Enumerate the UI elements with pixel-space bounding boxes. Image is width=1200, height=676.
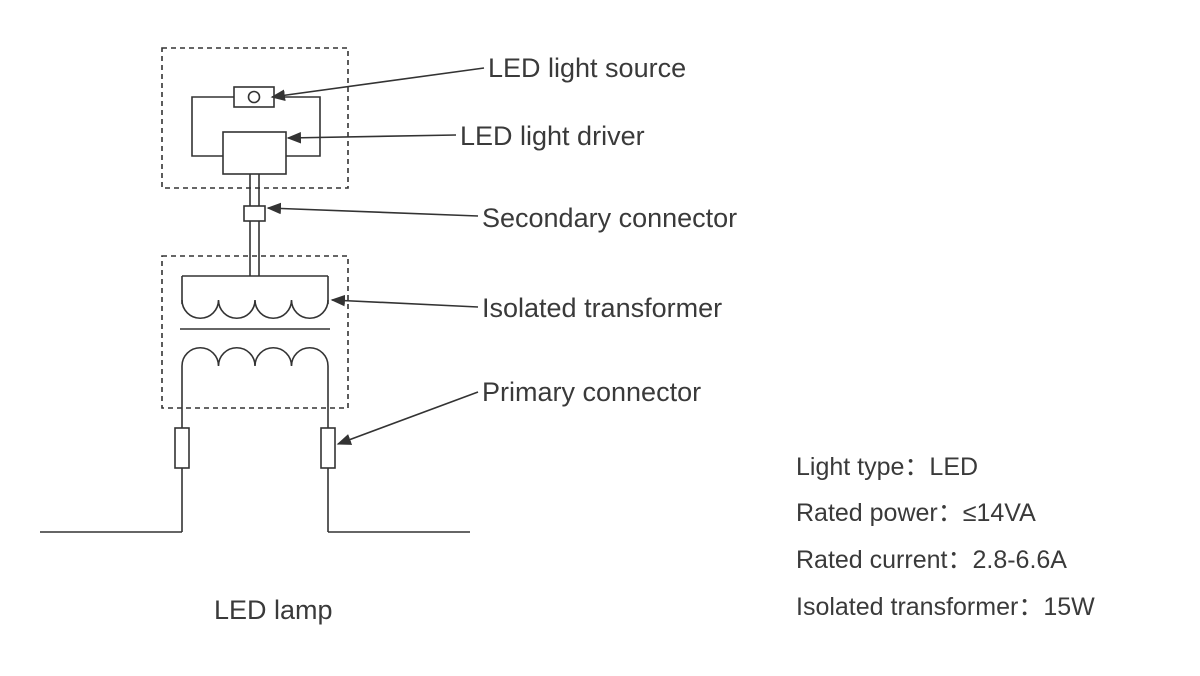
driver-to-source-wire-left — [191, 96, 234, 157]
primary-connector-left-symbol — [174, 427, 190, 469]
secondary-winding-coil — [181, 299, 329, 319]
transformer-enclosure — [161, 255, 349, 409]
led-light-source-lamp — [247, 90, 261, 104]
leader-led-light-source — [270, 67, 485, 101]
spec-rated-current: Rated current：2.8-6.6A — [796, 546, 1067, 574]
label-primary-connector: Primary connector — [482, 377, 702, 407]
spec-rated-power: Rated power：≤14VA — [796, 499, 1036, 527]
spec-light-type: Light type：LED — [796, 453, 979, 481]
led-light-driver-symbol — [222, 131, 287, 175]
driver-to-source-wire-right — [274, 96, 321, 157]
led-light-source-symbol — [233, 86, 275, 108]
label-led-lamp: LED lamp — [214, 595, 333, 625]
secondary-connector-symbol — [243, 205, 266, 222]
primary-connector-right-symbol — [320, 427, 336, 469]
leader-secondary-connector — [266, 202, 479, 217]
leader-primary-connector — [336, 391, 479, 445]
label-isolated-transformer: Isolated transformer — [482, 293, 723, 323]
label-secondary-connector: Secondary connector — [482, 203, 738, 233]
leader-isolated-transformer — [330, 294, 479, 308]
led-module-enclosure — [161, 47, 349, 189]
spec-isolated-transformer: Isolated transformer：15W — [796, 593, 1095, 621]
label-led-light-driver: LED light driver — [460, 121, 645, 151]
leader-led-light-driver — [286, 132, 457, 144]
label-led-light-source: LED light source — [488, 53, 687, 83]
primary-winding-coil — [181, 347, 329, 367]
